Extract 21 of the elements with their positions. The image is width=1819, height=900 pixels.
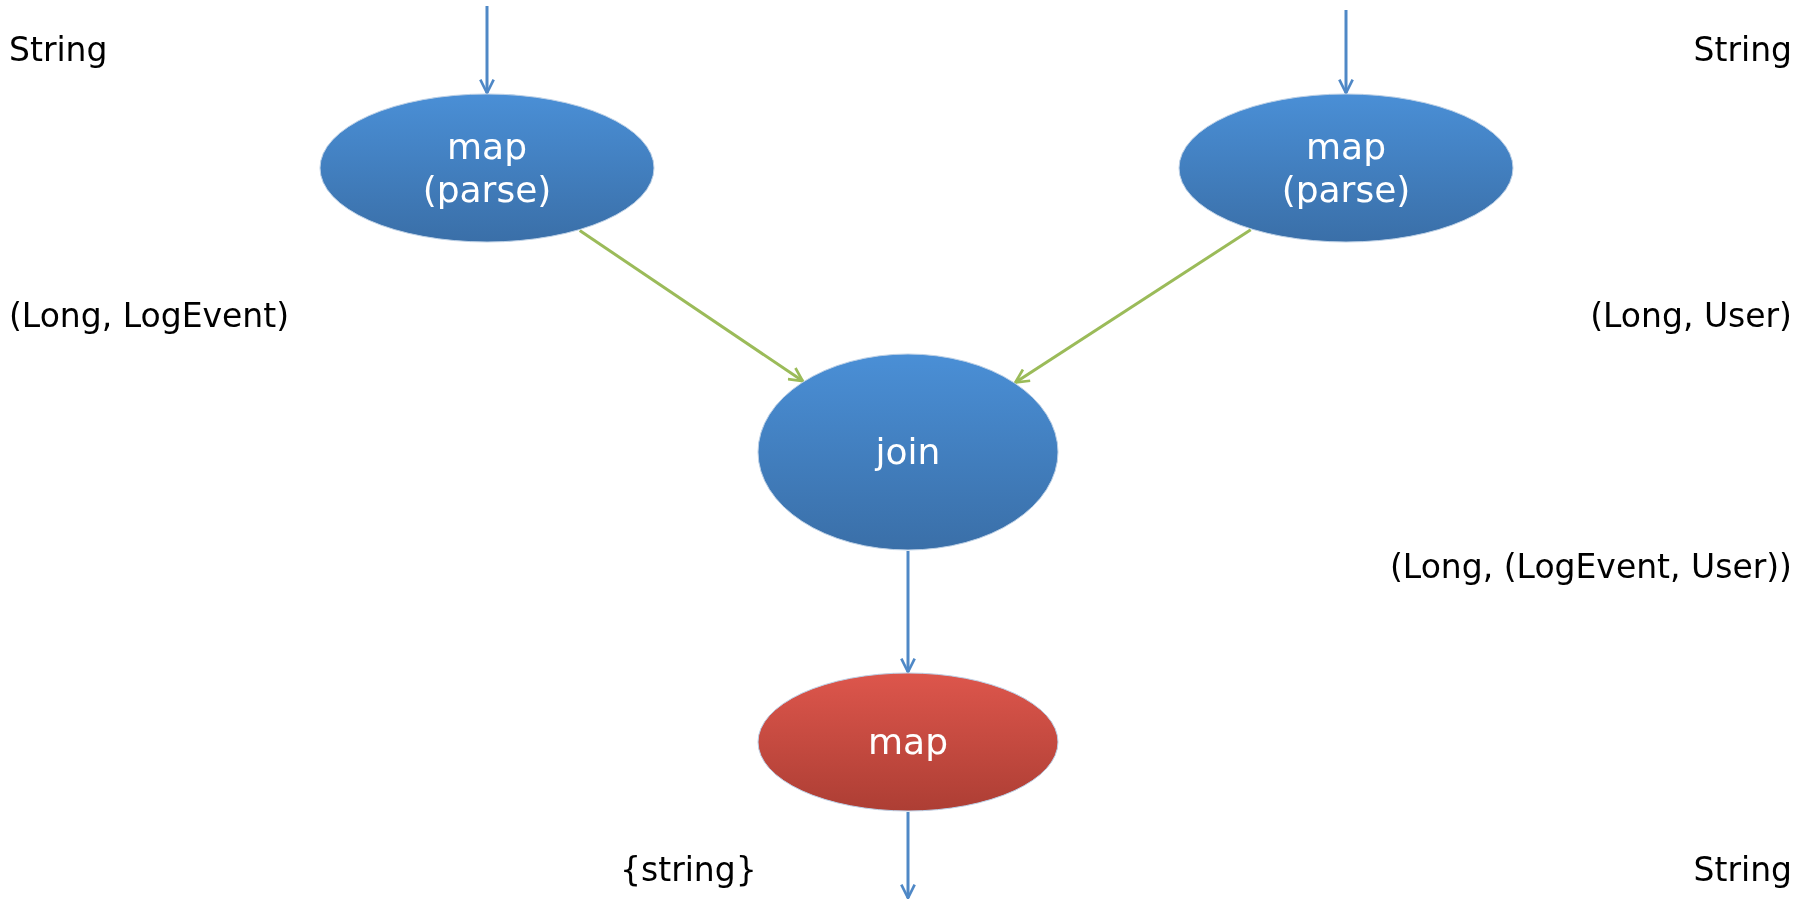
type-label: {string}: [620, 850, 757, 889]
type-label: (Long, User): [1590, 296, 1792, 335]
arrow: [578, 229, 805, 383]
node-label: map: [867, 720, 949, 764]
ellipse-node: [757, 672, 1059, 812]
node-label: join: [873, 430, 942, 474]
arrow: [900, 551, 916, 674]
arrow: [900, 812, 916, 900]
type-label: (Long, (LogEvent, User)): [1390, 547, 1792, 586]
node-label: map (parse): [421, 124, 553, 212]
ellipse-node: [319, 93, 655, 243]
type-label: String: [1693, 30, 1792, 69]
arrow: [1014, 228, 1252, 384]
arrow: [1338, 10, 1354, 95]
ellipse-node: [757, 353, 1059, 551]
arrow: [479, 6, 495, 95]
node-label: map (parse): [1280, 124, 1412, 212]
ellipse-node: [1178, 93, 1514, 243]
type-label: String: [1693, 850, 1792, 889]
type-label: String: [9, 30, 108, 69]
type-label: (Long, LogEvent): [9, 296, 290, 335]
